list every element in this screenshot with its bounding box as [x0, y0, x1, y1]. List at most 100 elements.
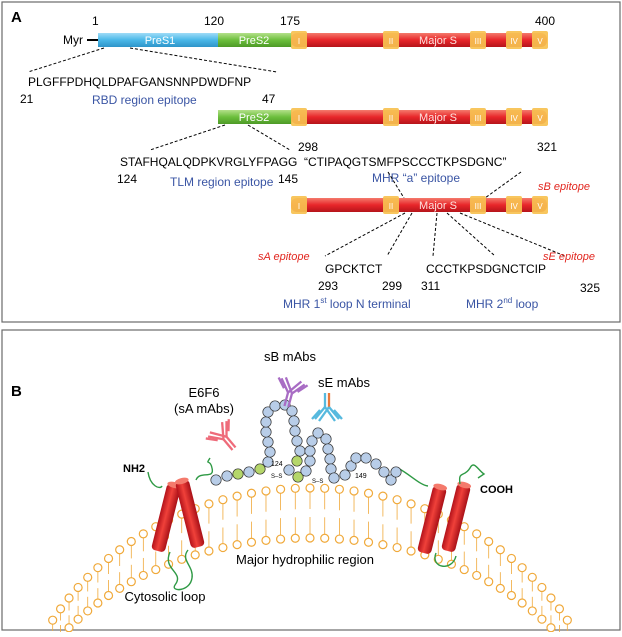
tm-domain-label: II — [389, 114, 393, 123]
sa-epitope-label: sA epitope — [258, 251, 310, 263]
amino-acid-bead — [312, 427, 324, 439]
lipid-head — [290, 483, 300, 493]
amino-acid-bead — [328, 472, 340, 484]
lipid-head — [517, 598, 527, 608]
amino-acid-bead — [232, 468, 244, 480]
lipid-head — [138, 529, 148, 539]
amino-acid-bead — [385, 474, 397, 486]
sa-end: 299 — [382, 279, 402, 293]
mhr-label: MHR “a” epitope — [372, 171, 460, 185]
se-dash-left — [432, 212, 438, 257]
cytosolic-loop-label: Cytosolic loop — [125, 589, 206, 604]
lipid-head — [320, 533, 330, 543]
lipid-head — [537, 614, 547, 624]
amino-acid-bead — [304, 455, 316, 467]
tm-domain-label: III — [475, 114, 482, 123]
pos-400: 400 — [535, 14, 555, 28]
tm-domain-box — [532, 108, 548, 126]
transmembrane-helices — [151, 477, 472, 554]
lipid-head — [290, 533, 300, 543]
lipid-head — [305, 483, 315, 493]
amino-acid-bead — [260, 416, 272, 428]
tm-domain-box — [506, 108, 522, 126]
lipid-head — [93, 598, 103, 608]
e6f6-label: E6F6 — [188, 385, 219, 400]
nh2-label: NH2 — [123, 463, 145, 475]
ss-bond-2: S–S — [312, 479, 323, 485]
amino-acid-bead — [322, 443, 334, 455]
amino-acid-bead — [262, 436, 274, 448]
tm-domain-box — [383, 31, 399, 49]
tm-domain-label: I — [298, 114, 300, 123]
pos-124: 124 — [271, 461, 283, 468]
ss-bond-1: S–S — [271, 474, 282, 480]
pos-175: 175 — [280, 14, 300, 28]
lipid-head — [218, 495, 228, 505]
mhr-dash-left — [387, 171, 405, 199]
amino-acid-bead — [350, 452, 362, 464]
lipid-head — [232, 540, 242, 550]
se-sequence: CCCTKPSDGNCTCIP — [426, 262, 546, 276]
amino-acid-bead — [254, 463, 266, 475]
tm-domain-box — [470, 31, 486, 49]
tm-domain-label: II — [389, 202, 393, 211]
se-dash-right — [446, 212, 496, 257]
tlm-dash-left — [149, 124, 226, 151]
panel-a: A Myr 1 120 175 400 PreS1 PreS2 Major S … — [1, 1, 621, 323]
tm-domain-label: V — [537, 37, 543, 46]
amino-acid-bead — [294, 445, 306, 457]
panel-a-label: A — [11, 9, 22, 26]
tm-domain-box — [383, 196, 399, 214]
pos-120: 120 — [204, 14, 224, 28]
pos-1: 1 — [92, 14, 99, 28]
tm-domain-label: II — [389, 37, 393, 46]
lipid-head — [126, 577, 136, 587]
se-epitope-label: sE epitope — [543, 251, 595, 263]
rbd-label: RBD region epitope — [92, 93, 197, 107]
lipid-head — [320, 483, 330, 493]
lipid-head — [378, 491, 388, 501]
se-dash-right-2 — [459, 212, 566, 257]
lipid-head — [246, 537, 257, 547]
major-s-label: Major S — [419, 35, 457, 47]
tm-domain-box — [506, 31, 522, 49]
hydrophilic-loop-beads — [210, 399, 402, 486]
tlm-end: 145 — [278, 172, 298, 186]
lipid-head — [392, 542, 402, 553]
amino-acid-bead — [288, 415, 300, 427]
lipid-head — [103, 553, 114, 564]
lipid-head — [392, 495, 402, 505]
mhr-dash-right — [484, 171, 522, 199]
lipid-head — [115, 545, 125, 555]
sb-antibody-icon — [277, 377, 309, 408]
tm-domain-box — [470, 108, 486, 126]
lipid-head — [115, 583, 125, 593]
amino-acid-bead — [264, 446, 276, 458]
major-s-label-2: Major S — [419, 112, 457, 124]
lipid-head — [495, 545, 505, 555]
tlm-dash-right — [247, 124, 291, 151]
lipid-head — [506, 590, 517, 601]
se-antibody-icon — [311, 393, 343, 422]
lipid-head — [261, 486, 271, 496]
amino-acid-bead — [289, 425, 301, 437]
lipid-head — [554, 604, 565, 614]
lipid-head — [246, 488, 257, 498]
tlm-sequence: STAFHQALQDPKVRGLYFPAGG — [120, 155, 297, 169]
lipid-head — [275, 534, 286, 544]
amino-acid-bead — [390, 466, 402, 478]
lipid-head — [218, 542, 228, 553]
tm-domain-label: III — [475, 202, 482, 211]
tm-domain-box — [532, 31, 548, 49]
lipid-head — [378, 540, 388, 550]
cooh-label: COOH — [480, 484, 513, 496]
sa-start: 293 — [318, 279, 338, 293]
tm-domain-box — [470, 196, 486, 214]
lipid-head — [83, 606, 93, 616]
lipid-head — [334, 534, 345, 544]
amino-acid-bead — [286, 405, 298, 417]
tm-domain-label: I — [298, 37, 300, 46]
lipid-head — [546, 623, 556, 633]
